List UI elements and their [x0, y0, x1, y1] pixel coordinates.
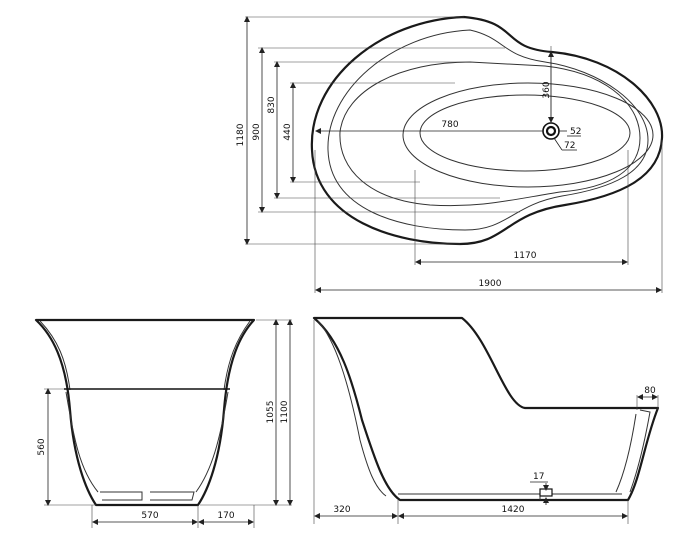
dim-label-1055: 1055: [266, 401, 276, 424]
side-view-outline: [312, 316, 660, 502]
dim-label-17: 17: [533, 472, 544, 482]
dim-label-1100: 1100: [280, 400, 290, 423]
top-view-rim-line: [327, 29, 649, 231]
dim-label-320: 320: [333, 505, 350, 515]
side-view-drain: [539, 488, 553, 497]
dim-label-360: 360: [542, 81, 552, 98]
dim-label-80: 80: [644, 386, 656, 396]
dim-label-170: 170: [217, 511, 234, 521]
top-view-outer-outline: [310, 15, 664, 246]
dim-label-1900: 1900: [479, 279, 502, 289]
dim-label-52: 52: [570, 127, 581, 137]
dim-label-560: 560: [37, 438, 47, 455]
front-view-right-foot: [150, 491, 195, 501]
dim-label-780: 780: [441, 120, 458, 130]
dim-label-900: 900: [252, 123, 262, 140]
dim-label-72: 72: [564, 141, 575, 151]
drain-inner: [545, 125, 557, 137]
dim-label-440: 440: [283, 123, 293, 140]
dim-label-570: 570: [141, 511, 158, 521]
top-view: 1180 900 830 440 780 360 52 72 1170 1900: [236, 15, 664, 293]
front-view-outline: [34, 318, 256, 507]
front-view: 560 570 170 1055 1100: [34, 318, 293, 528]
top-view-basin-outer: [402, 82, 654, 188]
drain-outer-ring: [542, 122, 560, 140]
dim-label-1170: 1170: [514, 251, 537, 261]
dim-label-1420: 1420: [502, 505, 525, 515]
top-view-basin-inner: [419, 94, 631, 172]
front-view-left-foot: [100, 491, 143, 501]
dim-label-830: 830: [267, 96, 277, 113]
dim-label-1180: 1180: [236, 123, 246, 146]
side-view: 80 17 320 1420: [312, 316, 660, 524]
front-view-inner-wall: [39, 320, 71, 391]
top-view-inner-rim: [339, 61, 641, 207]
